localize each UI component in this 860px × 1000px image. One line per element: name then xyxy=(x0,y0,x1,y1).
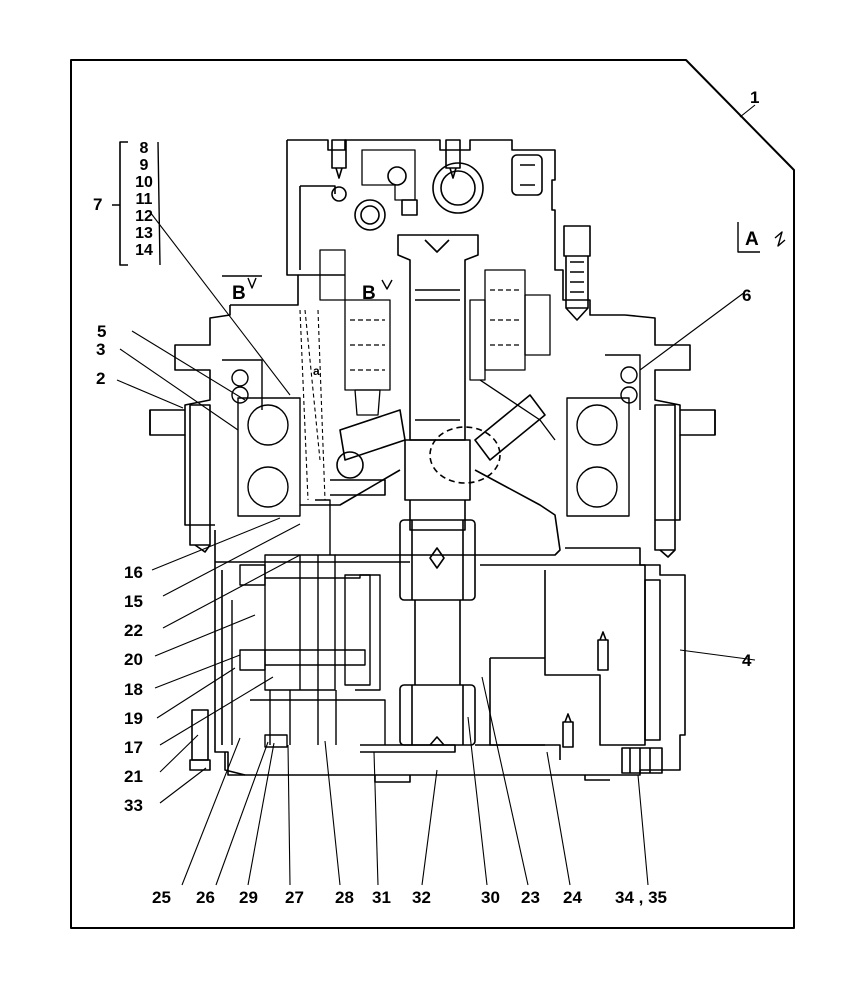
frame-number-label: 1 xyxy=(750,88,760,107)
group-item: 14 xyxy=(135,242,153,259)
callout-6: 6 xyxy=(742,286,752,305)
group-item: 11 xyxy=(135,191,153,208)
callout-18: 18 xyxy=(124,680,143,699)
group-item: 8 xyxy=(139,140,149,157)
planetary-gear xyxy=(231,499,386,748)
piston-right xyxy=(469,269,556,441)
callout-20: 20 xyxy=(124,650,143,669)
view-mark-a: A xyxy=(745,229,759,250)
group-item: 10 xyxy=(135,174,153,191)
bearing-left xyxy=(222,359,301,517)
view-mark-a-arrow xyxy=(737,222,786,253)
section-marker: a xyxy=(313,364,320,378)
view-mark-b-left: B xyxy=(232,283,246,304)
callout-2: 2 xyxy=(96,369,106,388)
output-shaft xyxy=(397,234,479,746)
view-mark-b-right-arrow xyxy=(381,279,393,290)
group-item: 13 xyxy=(135,225,153,242)
callout-4: 4 xyxy=(742,651,752,670)
callout-32: 32 xyxy=(412,888,431,907)
valve-block xyxy=(230,139,625,321)
leader-lines xyxy=(116,104,756,886)
callout-27: 27 xyxy=(285,888,304,907)
callout-15: 15 xyxy=(124,592,143,611)
callout-16: 16 xyxy=(124,563,143,582)
view-mark-b-right: B xyxy=(362,283,376,304)
callout-26: 26 xyxy=(196,888,215,907)
view-mark-b-left-arrow xyxy=(222,275,262,289)
motor-housing xyxy=(149,305,716,558)
callout-19: 19 xyxy=(124,709,143,728)
callout-23: 23 xyxy=(521,888,540,907)
group-label-7: 7 xyxy=(93,195,103,214)
callout-24: 24 xyxy=(563,888,582,907)
callout-22: 22 xyxy=(124,621,143,640)
callout-30: 30 xyxy=(481,888,500,907)
bearing-right xyxy=(566,354,641,517)
group-item: 9 xyxy=(139,157,149,174)
callout-17: 17 xyxy=(124,738,143,757)
callout-5: 5 xyxy=(97,322,107,341)
callout-21: 21 xyxy=(124,767,143,786)
gear-housing xyxy=(214,469,686,776)
piston-left xyxy=(319,249,391,416)
bottom-fittings xyxy=(189,709,663,783)
callout-28: 28 xyxy=(335,888,354,907)
callout-29: 29 xyxy=(239,888,258,907)
callout-31: 31 xyxy=(372,888,391,907)
drawing-frame xyxy=(70,59,795,929)
group-item: 12 xyxy=(135,208,153,225)
callout-33: 33 xyxy=(124,796,143,815)
group-items-list: 8 9 10 11 12 13 14 xyxy=(126,140,162,259)
group-bracket xyxy=(112,141,128,266)
callout-34-35: 34 , 35 xyxy=(615,888,667,907)
swash-plate xyxy=(330,394,546,496)
callout-3: 3 xyxy=(96,340,106,359)
oil-passage xyxy=(299,309,326,501)
callout-25: 25 xyxy=(152,888,171,907)
